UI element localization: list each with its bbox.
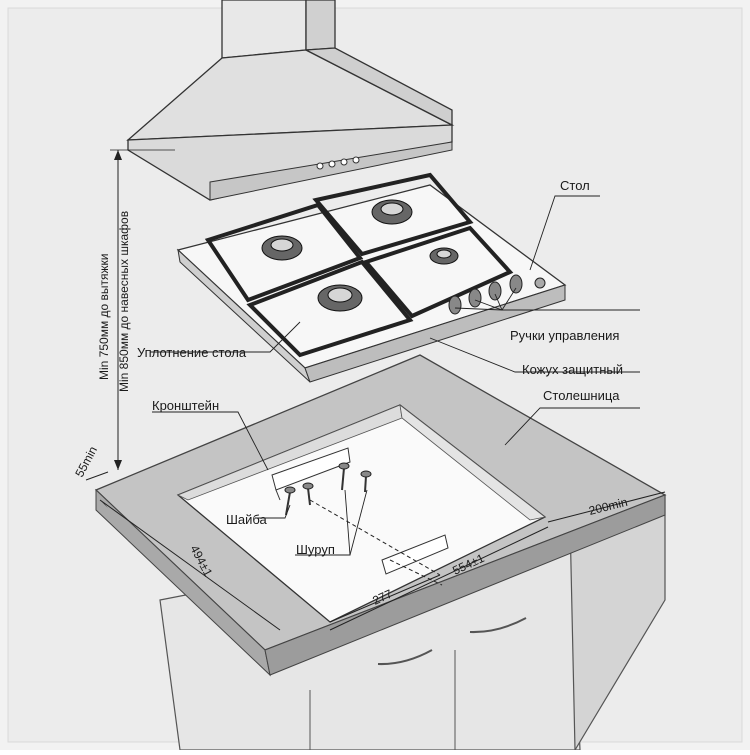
hood-button-icon	[352, 156, 360, 164]
hood-min-label: Min 750мм до вытяжки	[97, 253, 111, 380]
grate	[204, 202, 364, 303]
grate	[312, 172, 474, 257]
cabinet-handle	[377, 649, 433, 666]
knob-icon	[509, 274, 523, 294]
knob-icon	[468, 288, 482, 308]
grate	[362, 225, 514, 319]
knob-icon	[448, 295, 462, 315]
cabinet-min-label: Min 850мм до навесных шкафов	[117, 211, 131, 392]
label-washer: Шайба	[226, 512, 268, 527]
label-bracket: Кронштейн	[152, 398, 219, 413]
countertop	[94, 354, 667, 677]
dimension-lines	[85, 471, 666, 631]
cabinet-handle	[469, 617, 527, 634]
hood-button-icon	[328, 160, 336, 168]
label-table: Стол	[560, 178, 590, 193]
hood-button-icon	[316, 162, 324, 170]
screw-icon	[284, 462, 372, 516]
ignition-icon	[534, 277, 546, 289]
label-countertop: Столешница	[543, 388, 620, 403]
knob-icon	[488, 281, 502, 301]
hood-button-icon	[340, 158, 348, 166]
label-cover: Кожух защитный	[522, 362, 623, 377]
label-seal: Уплотнение стола	[137, 345, 247, 360]
label-screw: Шуруп	[296, 542, 335, 557]
label-knobs: Ручки управления	[510, 328, 619, 343]
vertical-dimension	[110, 149, 175, 470]
callout-leaders	[150, 195, 640, 556]
range-hood	[126, 0, 455, 201]
gas-hob	[176, 172, 567, 383]
